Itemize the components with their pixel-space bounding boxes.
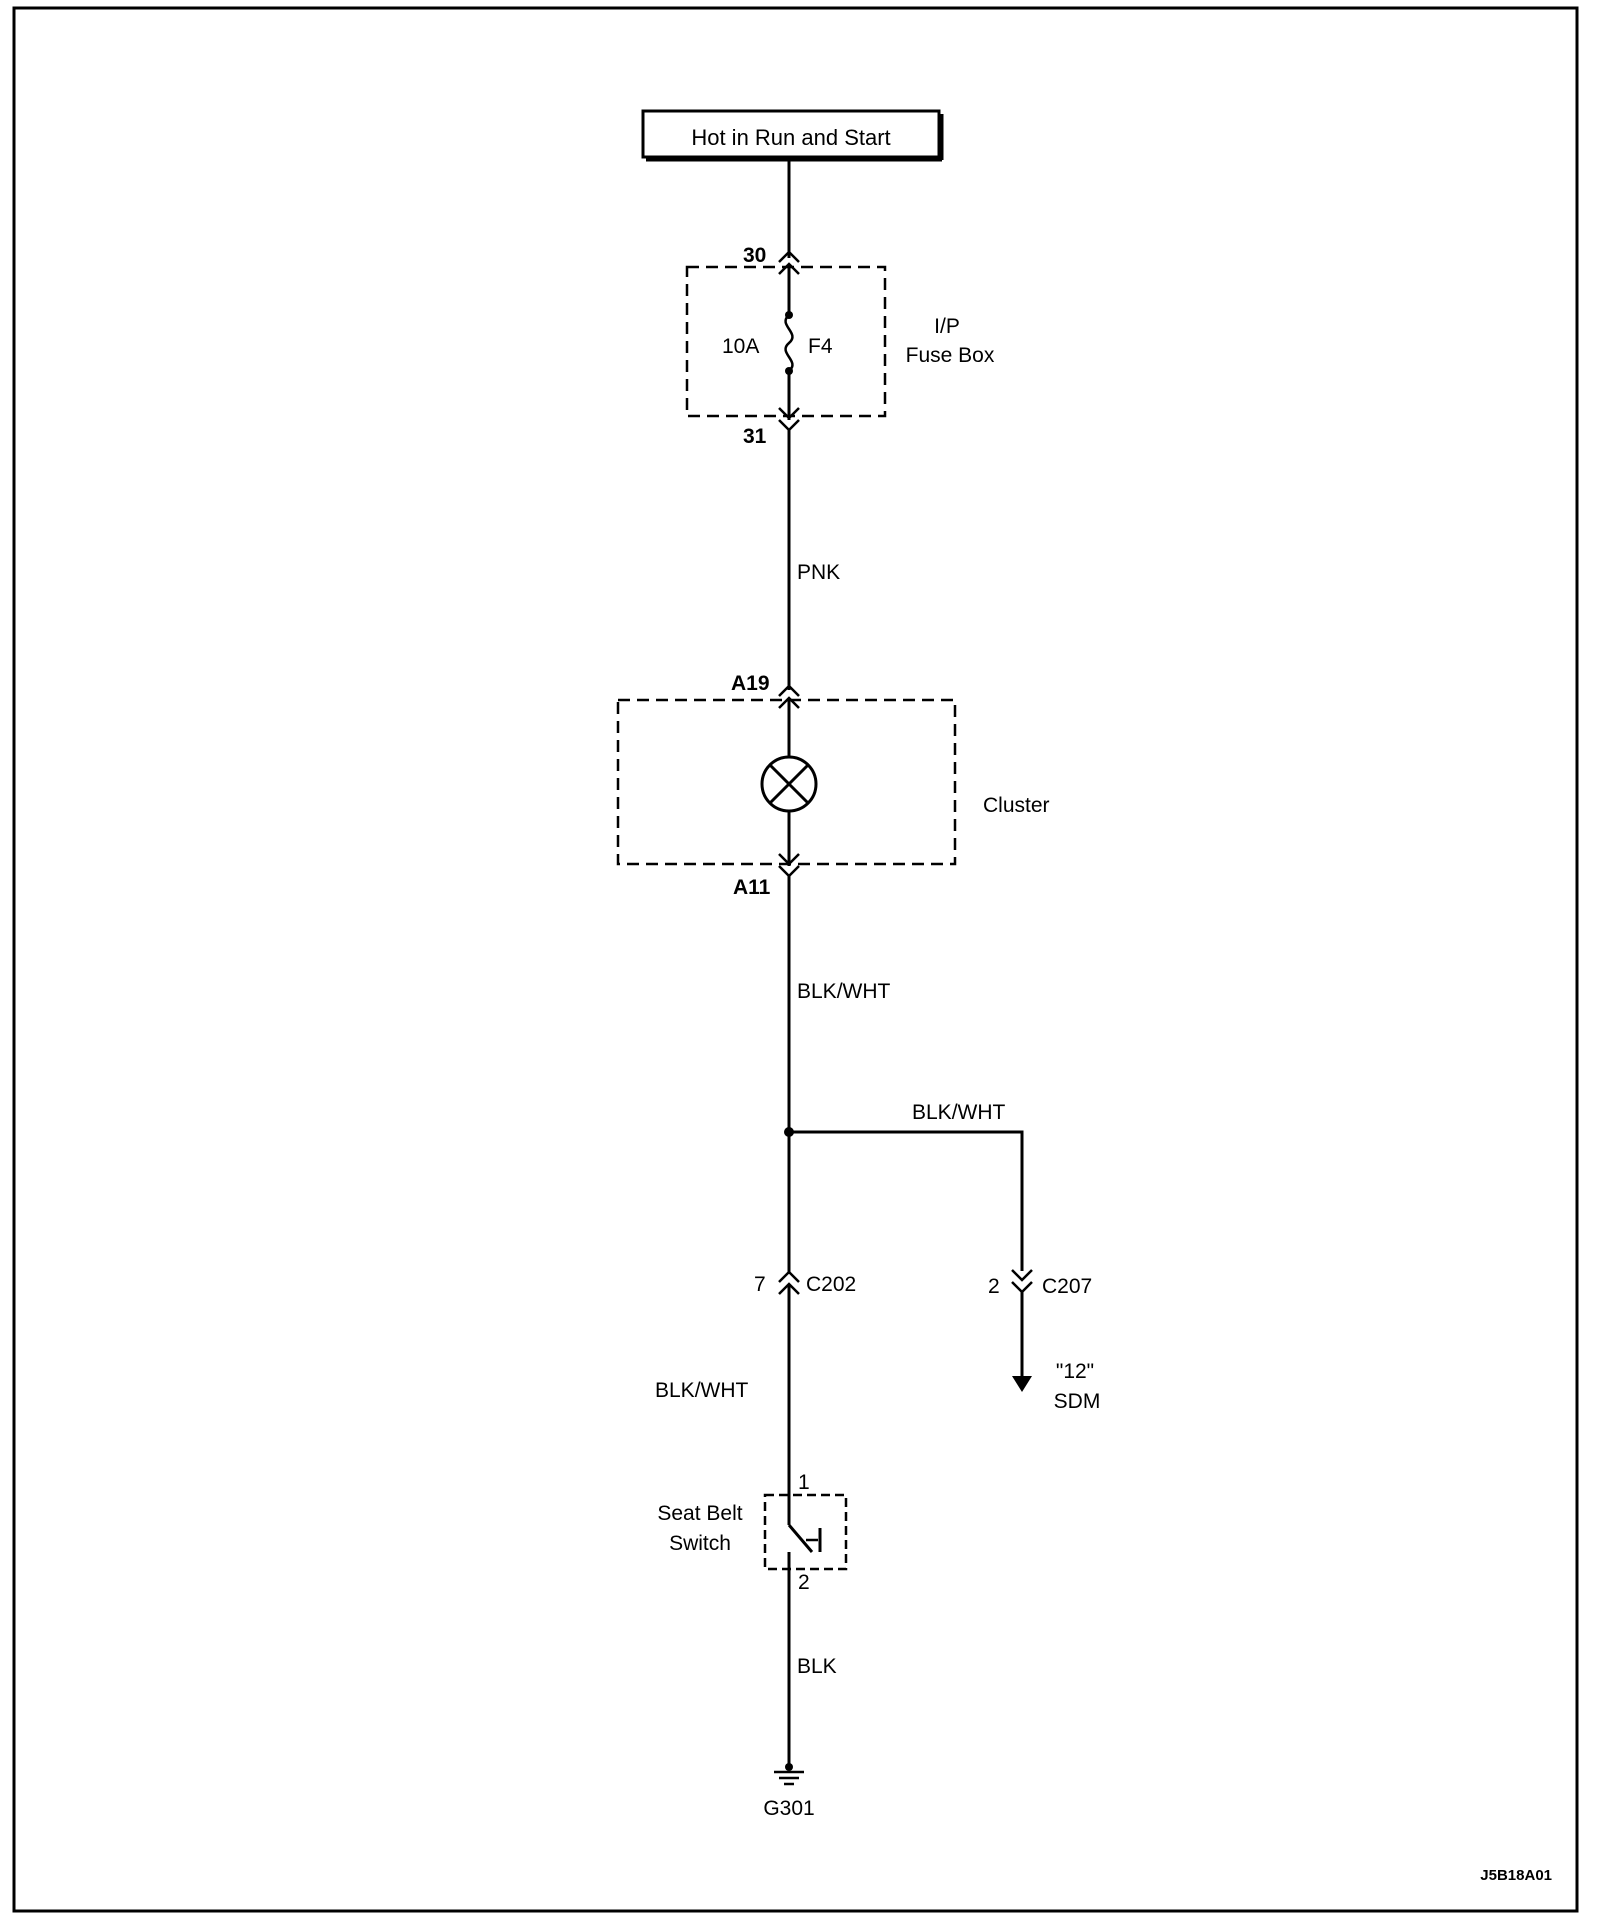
ground-name: G301	[763, 1797, 814, 1820]
wire-label-pnk: PNK	[797, 561, 840, 584]
fuse-pin-in: 30	[743, 244, 766, 267]
wire-blk-wht-branch	[789, 1130, 1024, 1271]
power-source-box	[641, 109, 941, 159]
connector-c207-icon	[1011, 1269, 1033, 1282]
diagram-frame	[12, 6, 1579, 1913]
switch-name-line2: Switch	[669, 1532, 731, 1555]
c202-pin: 7	[754, 1273, 766, 1296]
fuse-pin-out: 31	[743, 425, 767, 448]
cluster-pin-out: A11	[733, 876, 771, 899]
switch-contact-icon	[787, 1524, 814, 1553]
connector-pin-31-icon	[778, 407, 800, 420]
wire-label-blk-wht-branch: BLK/WHT	[912, 1101, 1006, 1124]
fuse-box-outline	[685, 265, 887, 418]
seat-belt-switch-outline	[763, 1493, 848, 1571]
connector-pin-a19-icon	[778, 684, 800, 697]
arrow-down-icon	[1012, 1376, 1032, 1392]
ground-icon	[774, 1770, 804, 1786]
connector-pin-30-icon	[778, 250, 800, 263]
c207-name: C207	[1042, 1275, 1092, 1298]
cluster-pin-in: A19	[731, 672, 770, 695]
sdm-name: SDM	[1054, 1390, 1101, 1413]
sdm-ref: "12"	[1056, 1360, 1094, 1383]
connector-c202-icon	[778, 1270, 800, 1283]
switch-pin1: 1	[798, 1471, 810, 1494]
wire-label-blk: BLK	[797, 1655, 837, 1678]
diagram-id: J5B18A01	[1480, 1867, 1552, 1884]
power-source-label: Hot in Run and Start	[691, 125, 890, 150]
c202-name: C202	[806, 1273, 856, 1296]
cluster-outline	[616, 698, 957, 866]
fuse-box-name-line1: I/P	[934, 315, 960, 338]
connector-pin-a11-icon	[778, 853, 800, 866]
cluster-name: Cluster	[983, 794, 1050, 817]
fuse-id: F4	[808, 335, 833, 358]
fuse-rating: 10A	[722, 335, 759, 358]
c207-pin: 2	[988, 1275, 1000, 1298]
switch-pin2: 2	[798, 1571, 810, 1594]
fuse-box-name-line2: Fuse Box	[906, 344, 995, 367]
wire-label-blk-wht-main: BLK/WHT	[797, 980, 891, 1003]
switch-name-line1: Seat Belt	[657, 1502, 742, 1525]
fuse-icon	[784, 314, 794, 372]
ground-terminal	[785, 1763, 793, 1771]
wire-label-blk-wht-switch: BLK/WHT	[655, 1379, 749, 1402]
